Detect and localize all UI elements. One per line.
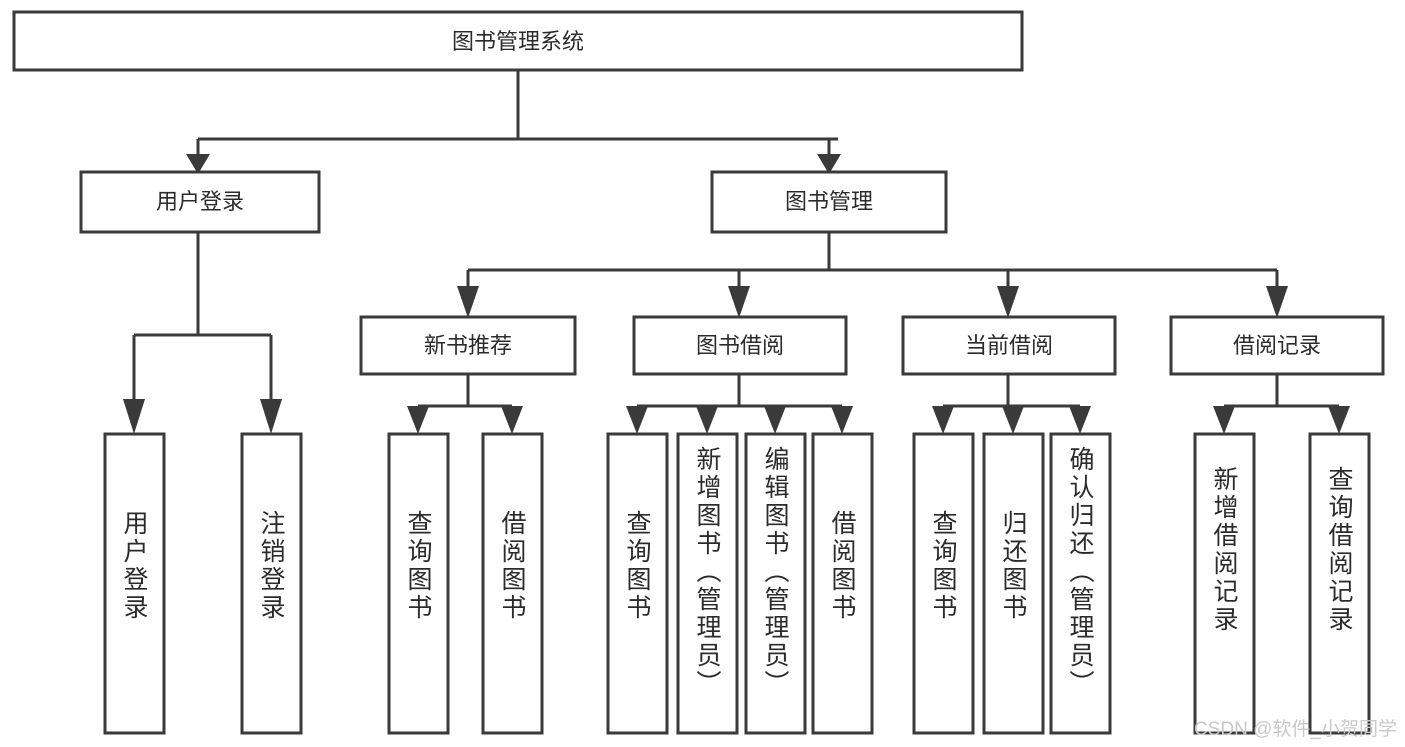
arrowhead-leaf-edit-book — [764, 406, 786, 434]
leaf-logout-login[interactable]: 注销登录 — [240, 432, 303, 735]
leaf-add-book-label: 新增图书（管理员） — [693, 446, 722, 698]
arrowhead-leaf-add-book — [696, 406, 718, 434]
node-new-book-recommend-label: 新书推荐 — [424, 333, 512, 358]
leaf-query-book-2-box[interactable] — [606, 432, 669, 735]
leaf-logout-login-box[interactable] — [240, 432, 303, 735]
leaf-query-book-2[interactable]: 查询图书 — [606, 432, 669, 735]
arrowhead-leaf-user-login — [123, 399, 145, 434]
leaf-return-book[interactable]: 归还图书 — [982, 432, 1045, 735]
leaf-borrow-book-2[interactable]: 借阅图书 — [811, 432, 874, 735]
leaf-logout-login-label: 注销登录 — [257, 510, 286, 622]
arrowhead-current-borrow — [997, 286, 1019, 318]
leaf-edit-book[interactable]: 编辑图书（管理员） — [744, 432, 807, 735]
leaf-borrow-book-2-box[interactable] — [811, 432, 874, 735]
arrowhead-new-book-recommend — [457, 286, 479, 318]
node-root-label: 图书管理系统 — [452, 29, 584, 54]
leaf-edit-book-label: 编辑图书（管理员） — [761, 446, 790, 698]
leaf-query-book-1-label: 查询图书 — [404, 510, 433, 622]
leaf-query-book-2-label: 查询图书 — [623, 510, 652, 622]
node-current-borrow[interactable]: 当前借阅 — [901, 315, 1117, 376]
node-book-manage[interactable]: 图书管理 — [710, 170, 948, 234]
leaf-query-book-1[interactable]: 查询图书 — [387, 432, 450, 735]
leaf-return-book-box[interactable] — [982, 432, 1045, 735]
node-root[interactable]: 图书管理系统 — [12, 10, 1024, 72]
arrowhead-leaf-query-book-3 — [932, 406, 954, 434]
leaf-confirm-return[interactable]: 确认归还（管理员） — [1049, 432, 1112, 735]
leaf-confirm-return-label: 确认归还（管理员） — [1066, 446, 1095, 698]
leaf-borrow-book-2-label: 借阅图书 — [828, 510, 857, 622]
arrowhead-borrow-record — [1266, 286, 1288, 318]
node-new-book-recommend-box[interactable] — [359, 315, 577, 376]
leaf-query-record[interactable]: 查询借阅记录 — [1308, 432, 1371, 735]
arrowhead-user-login — [186, 154, 210, 174]
leaf-confirm-return-box[interactable] — [1049, 432, 1112, 735]
leaf-add-record-box[interactable] — [1193, 432, 1256, 735]
arrowhead-leaf-borrow-book-2 — [831, 406, 853, 434]
arrowhead-book-borrow — [728, 286, 750, 318]
node-book-manage-box[interactable] — [710, 170, 948, 234]
node-book-borrow-box[interactable] — [632, 315, 848, 376]
leaf-query-book-1-box[interactable] — [387, 432, 450, 735]
leaf-query-book-3[interactable]: 查询图书 — [912, 432, 975, 735]
leaf-add-book[interactable]: 新增图书（管理员） — [676, 432, 739, 735]
leaf-edit-book-box[interactable] — [744, 432, 807, 735]
leaf-add-book-box[interactable] — [676, 432, 739, 735]
arrowhead-leaf-add-record — [1213, 406, 1235, 434]
arrowhead-leaf-borrow-book-1 — [501, 406, 523, 434]
arrowhead-leaf-return-book — [1002, 406, 1024, 434]
leaf-return-book-label: 归还图书 — [999, 510, 1028, 622]
leaf-add-record[interactable]: 新增借阅记录 — [1193, 432, 1256, 735]
leaf-query-record-box[interactable] — [1308, 432, 1371, 735]
node-book-borrow[interactable]: 图书借阅 — [632, 315, 848, 376]
leaf-query-book-3-label: 查询图书 — [929, 510, 958, 622]
node-borrow-record-label: 借阅记录 — [1233, 333, 1321, 358]
node-user-login[interactable]: 用户登录 — [79, 170, 321, 234]
arrowhead-leaf-logout-login — [260, 399, 282, 434]
leaf-user-login[interactable]: 用户登录 — [103, 432, 166, 735]
csdn-watermark: CSDN @软件_小贺同学 — [1194, 719, 1397, 740]
leaf-query-book-3-box[interactable] — [912, 432, 975, 735]
leaf-borrow-book-1-label: 借阅图书 — [498, 510, 527, 622]
node-user-login-box[interactable] — [79, 170, 321, 234]
node-book-manage-label: 图书管理 — [785, 189, 873, 214]
arrowhead-leaf-confirm-return — [1069, 406, 1091, 434]
connector-layer — [123, 70, 1350, 434]
node-new-book-recommend[interactable]: 新书推荐 — [359, 315, 577, 376]
leaf-query-record-label: 查询借阅记录 — [1325, 466, 1354, 634]
node-borrow-record[interactable]: 借阅记录 — [1169, 315, 1385, 376]
node-user-login-label: 用户登录 — [156, 189, 244, 214]
leaf-add-record-label: 新增借阅记录 — [1210, 466, 1239, 634]
node-root-box[interactable] — [12, 10, 1024, 72]
node-current-borrow-label: 当前借阅 — [965, 333, 1053, 358]
arrowhead-leaf-query-book-2 — [626, 406, 648, 434]
node-borrow-record-box[interactable] — [1169, 315, 1385, 376]
leaf-borrow-book-1-box[interactable] — [481, 432, 544, 735]
leaf-borrow-book-1[interactable]: 借阅图书 — [481, 432, 544, 735]
arrowhead-leaf-query-book-1 — [407, 406, 429, 434]
node-book-borrow-label: 图书借阅 — [696, 333, 784, 358]
leaf-user-login-box[interactable] — [103, 432, 166, 735]
arrowhead-book-manage — [817, 154, 841, 174]
node-current-borrow-box[interactable] — [901, 315, 1117, 376]
arrowhead-leaf-query-record — [1328, 406, 1350, 434]
leaf-user-login-label: 用户登录 — [120, 510, 149, 622]
